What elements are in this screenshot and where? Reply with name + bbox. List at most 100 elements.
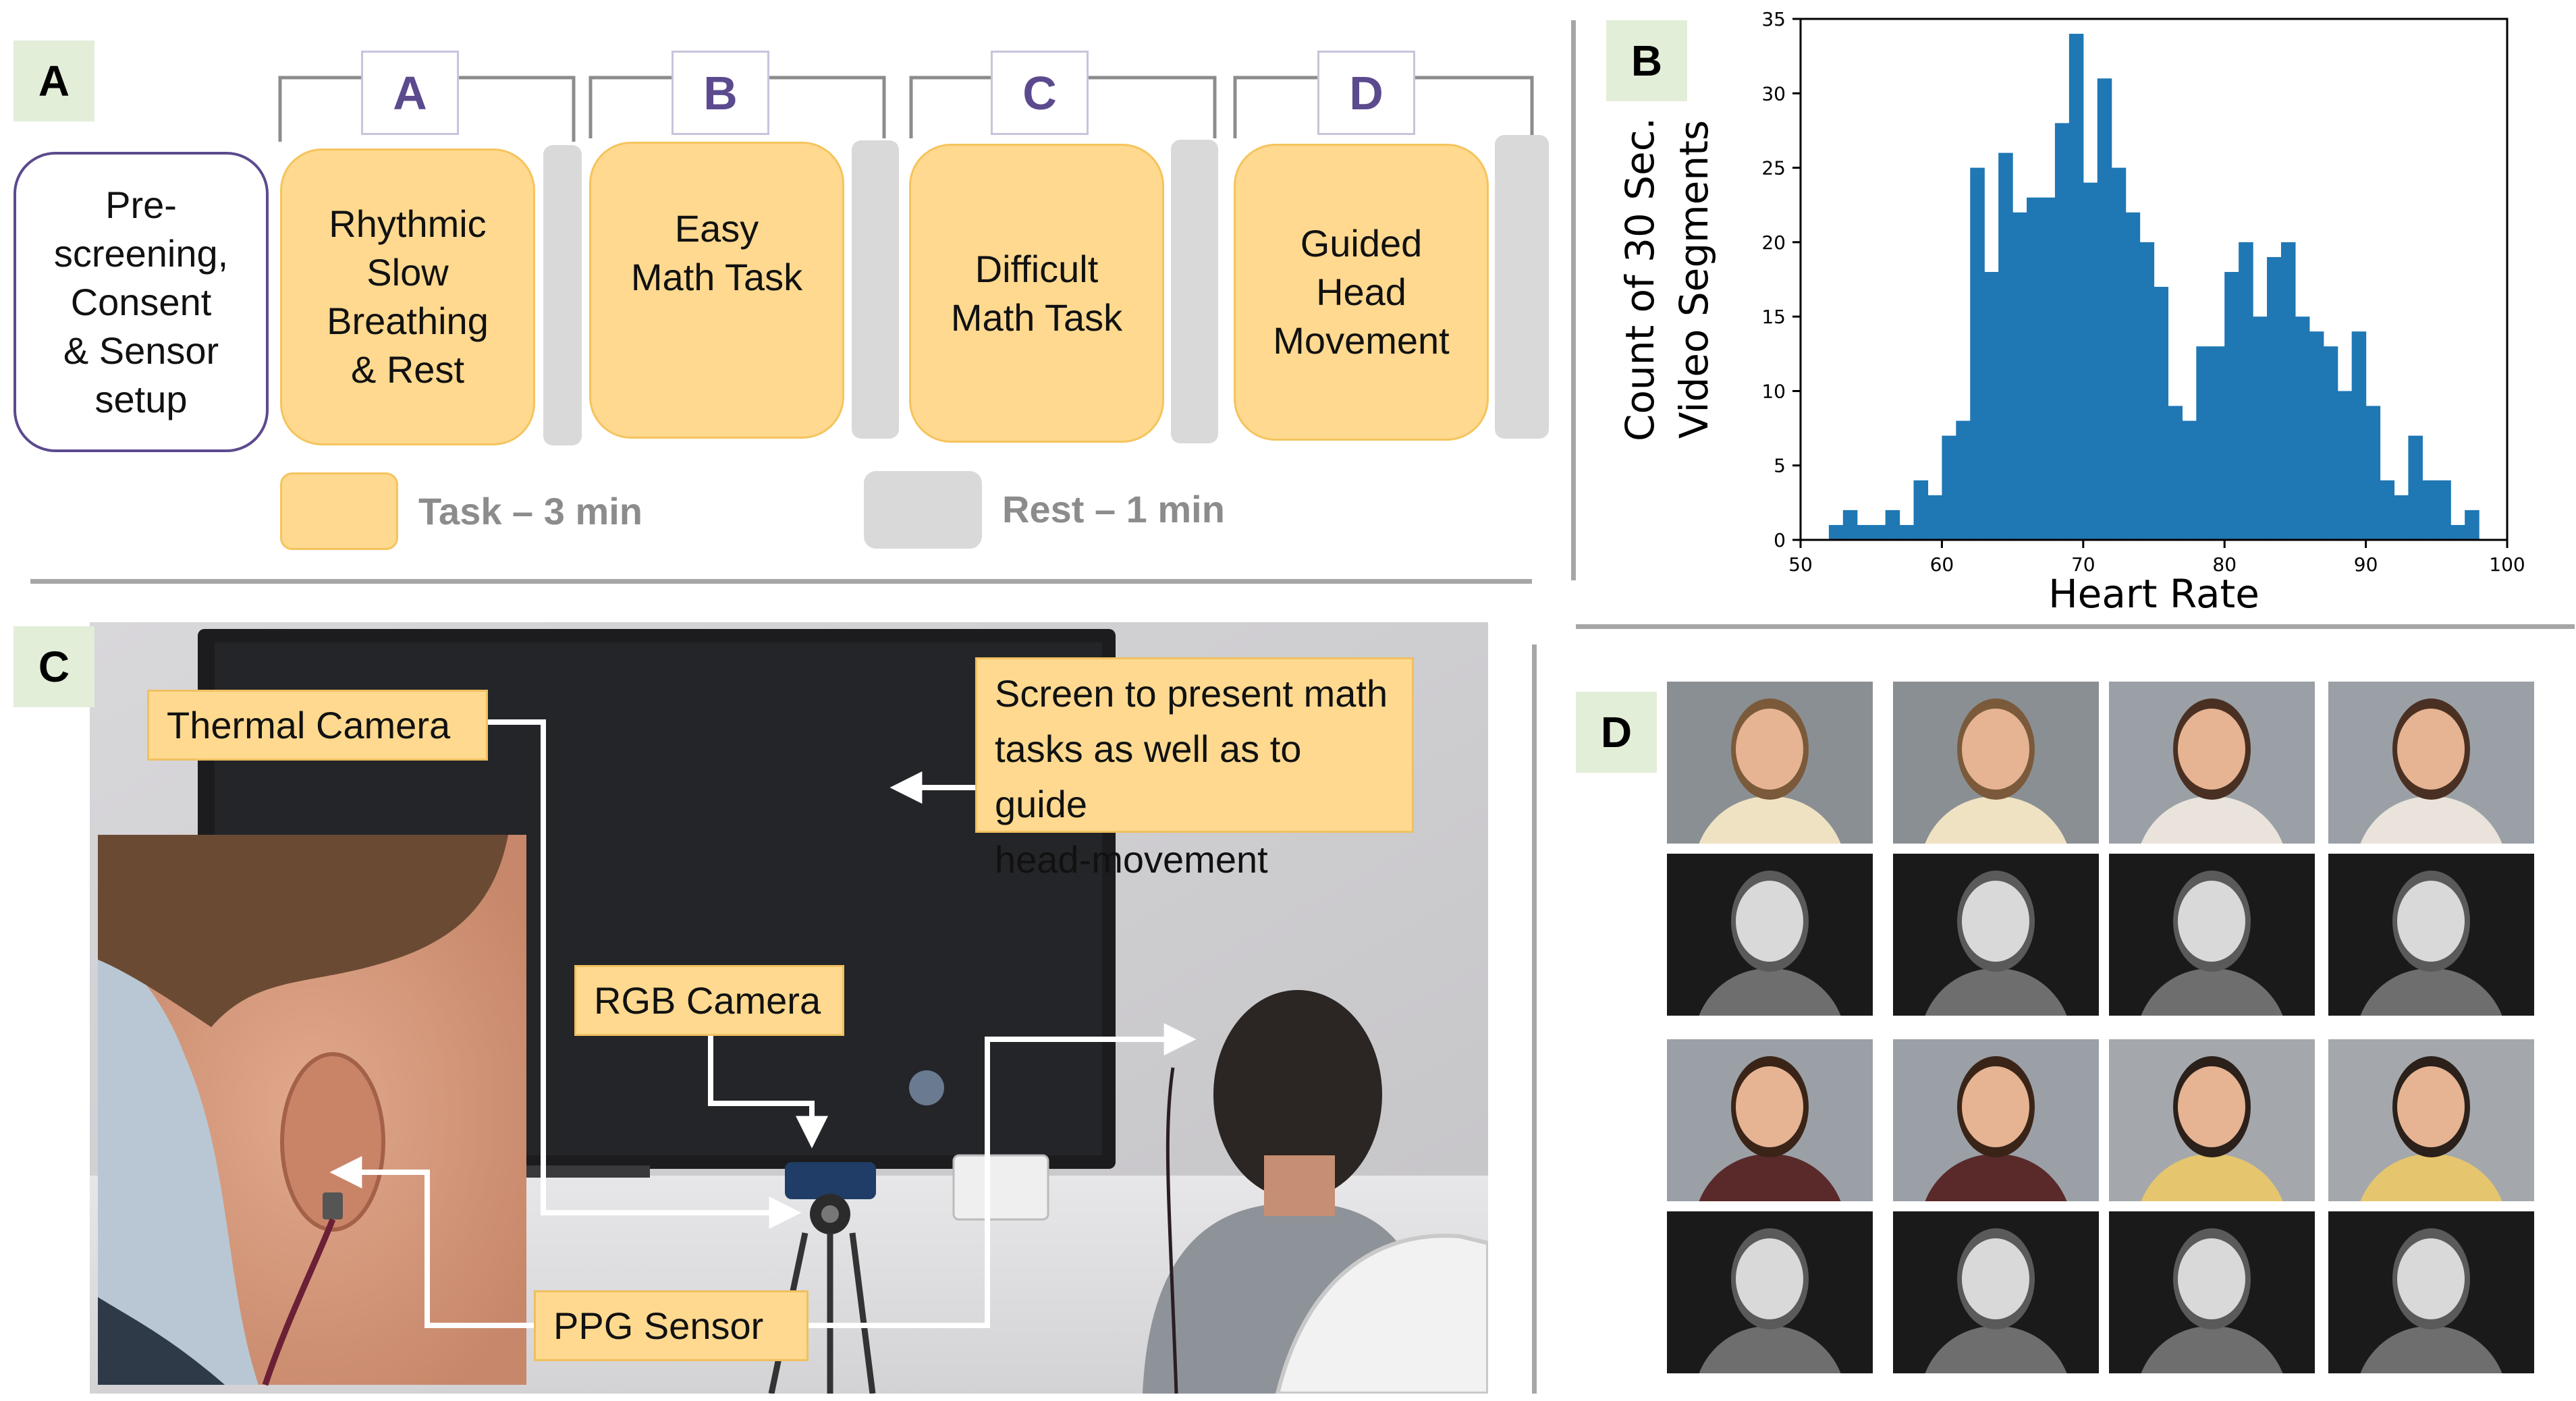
rgb-image bbox=[1667, 682, 1873, 844]
y-tick-label: 15 bbox=[1761, 306, 1786, 328]
histogram-bar bbox=[1984, 271, 1999, 540]
legend-rest-label: Rest – 1 min bbox=[1002, 488, 1225, 530]
histogram-bar bbox=[2054, 123, 2070, 540]
thermal-image bbox=[2328, 854, 2534, 1016]
thermal-image bbox=[1667, 854, 1873, 1016]
histogram-bar bbox=[2040, 197, 2056, 540]
panel-label-d: D bbox=[1576, 692, 1657, 773]
histogram-bar bbox=[2154, 287, 2169, 540]
y-tick-label: 10 bbox=[1761, 380, 1786, 402]
callout-screen: Screen to present math tasks as well as … bbox=[975, 657, 1414, 881]
task-a-line-1: Rhythmic bbox=[329, 202, 487, 245]
histogram-bar bbox=[2380, 480, 2395, 540]
y-axis-label: Count of 30 Sec.Video Segments bbox=[1617, 117, 1717, 441]
histogram-bar bbox=[2309, 331, 2324, 540]
rest-bar-d bbox=[1495, 135, 1549, 439]
rgb-image bbox=[1893, 1039, 2099, 1201]
histogram-bar bbox=[2450, 524, 2465, 540]
y-tick-label: 35 bbox=[1761, 8, 1786, 30]
histogram-bar bbox=[2068, 34, 2084, 541]
divider-horizontal-left bbox=[30, 579, 1532, 584]
task-d-line-1: Guided bbox=[1300, 222, 1423, 265]
histogram-bar bbox=[2394, 495, 2409, 540]
divider-vertical-top bbox=[1571, 20, 1576, 580]
x-tick-label: 90 bbox=[2354, 553, 2378, 576]
histogram-bar bbox=[1913, 480, 1929, 540]
task-box-head-movement: Guided Head Movement bbox=[1234, 144, 1489, 441]
histogram-bar bbox=[2224, 271, 2239, 540]
histogram-bar bbox=[2182, 420, 2197, 540]
prescreening-line-1: Pre- bbox=[105, 183, 177, 226]
task-a-line-2: Slow bbox=[366, 251, 449, 294]
histogram-bar bbox=[2125, 212, 2141, 540]
panel-label-b: B bbox=[1606, 20, 1687, 101]
stage-label-b: B bbox=[672, 51, 769, 135]
task-b-line-1: Easy bbox=[674, 207, 759, 250]
stage-label-d: D bbox=[1317, 51, 1415, 135]
histogram-bar bbox=[2436, 480, 2451, 540]
setup-photo: Thermal Camera Screen to present math ta… bbox=[90, 622, 1488, 1394]
legend-task-label: Task – 3 min bbox=[418, 490, 643, 532]
y-tick-label: 30 bbox=[1761, 82, 1786, 105]
panel-label-c: C bbox=[13, 626, 94, 707]
task-box-easy-math: Easy Math Task bbox=[589, 142, 844, 439]
histogram-bar bbox=[1927, 495, 1942, 540]
thermal-image bbox=[1667, 1211, 1873, 1373]
histogram-bar bbox=[1899, 524, 1915, 540]
divider-vertical-bottom bbox=[1532, 644, 1537, 1394]
arrow-ppg-ear bbox=[329, 1156, 542, 1328]
histogram-bar bbox=[2097, 78, 2112, 540]
task-box-difficult-math: Difficult Math Task bbox=[909, 144, 1164, 443]
rgb-image bbox=[2328, 682, 2534, 844]
task-c-line-1: Difficult bbox=[975, 247, 1099, 290]
histogram-bar bbox=[1871, 524, 1886, 540]
callout-rgb-camera: RGB Camera bbox=[574, 965, 844, 1036]
task-d-line-2: Head bbox=[1316, 271, 1406, 313]
thermal-image bbox=[2328, 1211, 2534, 1373]
x-axis-label: Heart Rate bbox=[2048, 571, 2259, 617]
prescreening-line-3: Consent bbox=[70, 280, 212, 323]
callout-screen-line-2: tasks as well as to guide bbox=[995, 727, 1302, 825]
panel-label-a: A bbox=[13, 40, 94, 121]
histogram-bar bbox=[1828, 524, 1844, 540]
rgb-image bbox=[1667, 1039, 1873, 1201]
callout-thermal-camera: Thermal Camera bbox=[147, 690, 488, 761]
legend-rest-swatch bbox=[864, 471, 982, 549]
histogram-bar bbox=[1942, 435, 1956, 540]
histogram-bar bbox=[1857, 524, 1872, 540]
prescreening-line-4: & Sensor bbox=[63, 329, 219, 372]
rgb-camera bbox=[785, 1162, 876, 1199]
prescreening-line-5: setup bbox=[94, 377, 188, 420]
histogram-bar bbox=[2351, 331, 2367, 540]
histogram-bar bbox=[2027, 197, 2041, 540]
rest-bar-c bbox=[1171, 140, 1218, 443]
histogram-bar bbox=[1842, 510, 1858, 540]
thermal-image bbox=[1893, 854, 2099, 1016]
subjects-image-grid bbox=[1667, 682, 2534, 1390]
legend-task-swatch bbox=[280, 472, 398, 550]
rest-bar-b bbox=[852, 140, 899, 439]
x-tick-label: 70 bbox=[2071, 553, 2095, 576]
histogram-bar bbox=[2012, 212, 2027, 540]
participant-head bbox=[1213, 990, 1382, 1199]
task-b-line-2: Math Task bbox=[630, 256, 803, 298]
ear-inset bbox=[98, 835, 526, 1386]
x-tick-label: 50 bbox=[1788, 553, 1813, 576]
callout-screen-line-3: head-movement bbox=[995, 838, 1268, 881]
y-tick-label: 5 bbox=[1774, 455, 1786, 477]
arrow-ppg-participant bbox=[809, 1023, 1197, 1328]
y-tick-label: 0 bbox=[1774, 529, 1786, 551]
arrow-rgb-camera bbox=[708, 1035, 828, 1149]
stage-label-a: A bbox=[361, 51, 459, 135]
histogram-bar bbox=[2111, 167, 2127, 541]
task-a-line-4: & Rest bbox=[350, 348, 465, 391]
histogram-bar bbox=[1970, 167, 1985, 541]
histogram-bar bbox=[2267, 256, 2282, 540]
plot-frame bbox=[1799, 18, 2509, 541]
thermal-image bbox=[1893, 1211, 2099, 1373]
rest-bar-a bbox=[543, 145, 582, 445]
task-box-breathing: Rhythmic Slow Breathing & Rest bbox=[280, 148, 535, 445]
rgb-image bbox=[2328, 1039, 2534, 1201]
histogram-bar bbox=[2280, 242, 2296, 540]
